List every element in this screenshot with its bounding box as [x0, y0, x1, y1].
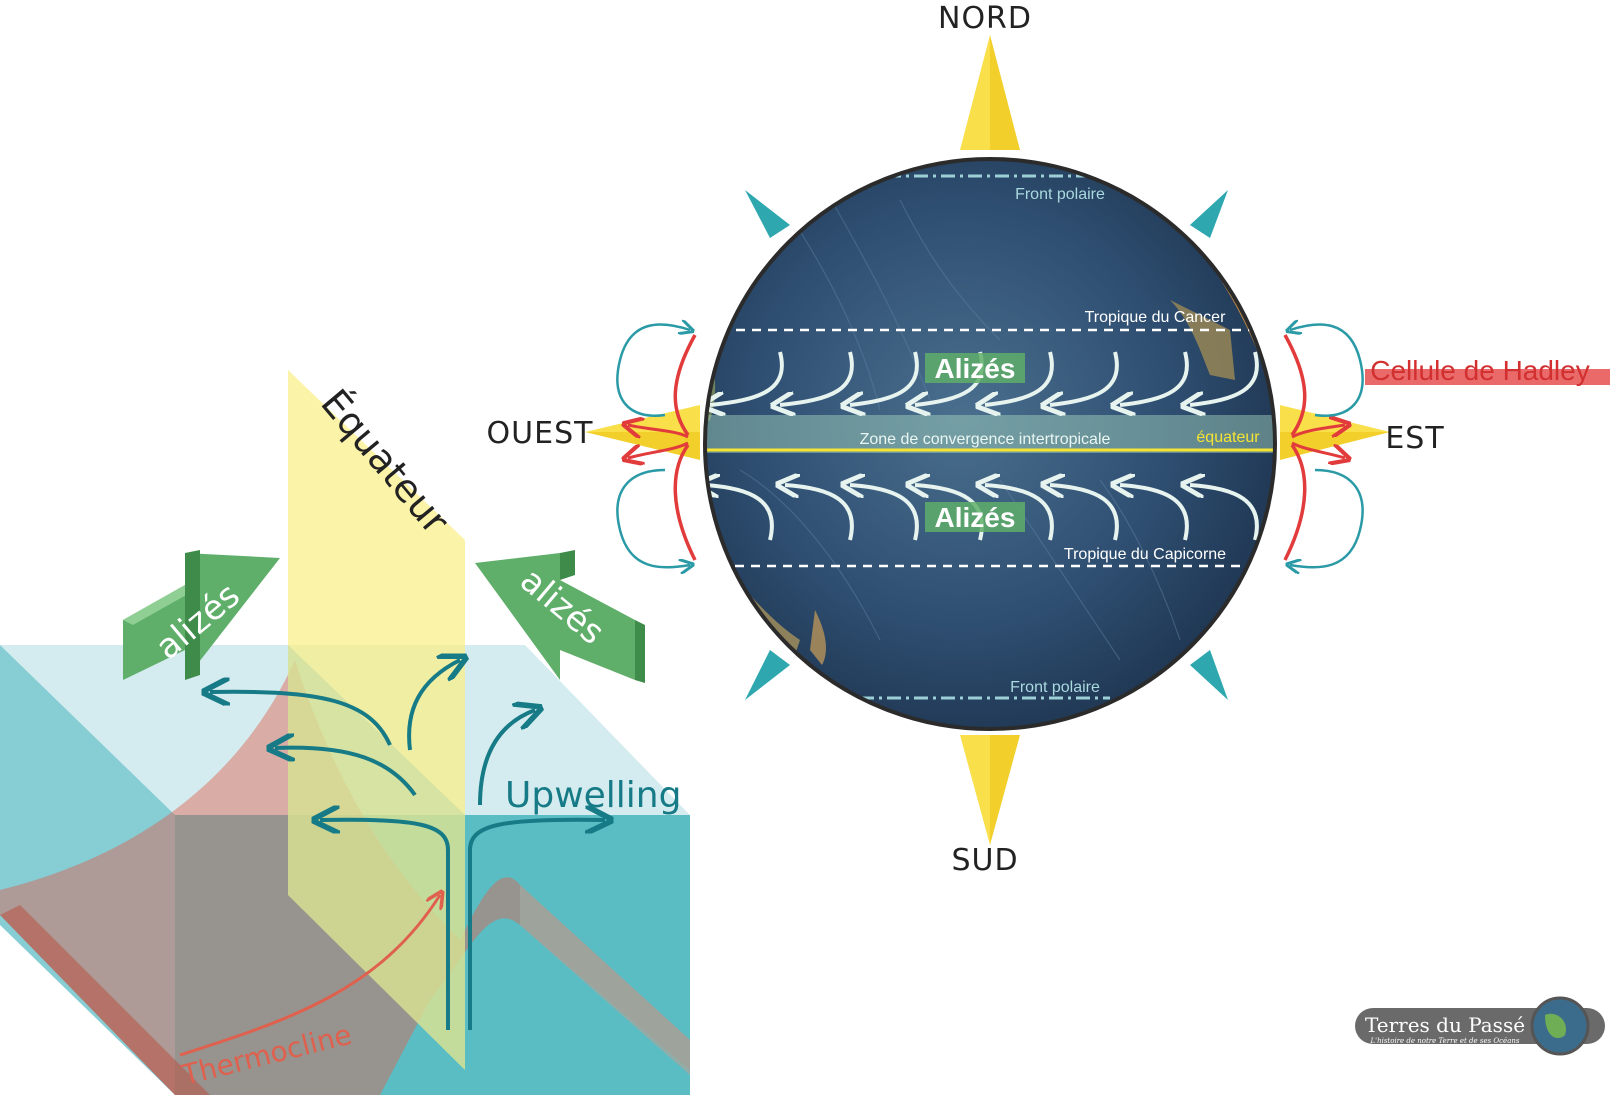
label-west: OUEST: [487, 416, 594, 451]
logo-land-icon: [1545, 1013, 1566, 1039]
compass-point-n-dark: [990, 35, 1020, 150]
thermocline-arrow: [179, 895, 440, 1057]
hadley-east-south-red: [1283, 443, 1307, 561]
hadley-west-south-red: [673, 443, 697, 561]
trade-winds-north: [710, 351, 1259, 405]
label-south: SUD: [951, 843, 1018, 878]
label-east: EST: [1385, 421, 1444, 456]
convergence-zone-band: [705, 415, 1275, 453]
compass-point-se: [1190, 650, 1228, 700]
equator-plane: [288, 370, 465, 1070]
hadley-cells-east: [1283, 324, 1364, 567]
convergence-zone-label: Zone de convergence intertropicale: [860, 431, 1111, 448]
thermocline-edge: [0, 905, 210, 1095]
compass-point-ne: [1190, 190, 1228, 238]
hadley-east-north-red: [1283, 334, 1307, 437]
hadley-east-north-loop: [1290, 324, 1364, 417]
alizes-south-label: Alizés: [935, 502, 1016, 533]
tropic-capricorne-label: Tropique du Capicorne: [1064, 546, 1226, 563]
globe-ocean: [705, 159, 1275, 729]
compass-point-s-light: [960, 735, 990, 845]
logo-tagline: L'histoire de notre Terre et de ses Océa…: [1370, 1037, 1520, 1045]
hadley-west-north-loop: [616, 324, 690, 417]
globe-outline: [703, 157, 1277, 731]
compass-point-n-light: [960, 35, 990, 150]
hadley-cells-west: [616, 324, 697, 567]
hadley-west-north-red: [673, 334, 697, 437]
thermocline-edge-right: [520, 885, 690, 1075]
landmass-baja: [1170, 300, 1235, 380]
hadley-label: Cellule de Hadley: [1370, 355, 1589, 386]
front-polaire-bottom-label: Front polaire: [1010, 679, 1100, 696]
hadley-east-down-red: [1291, 441, 1345, 458]
alizes-north-label: Alizés: [935, 353, 1016, 384]
compass-point-nw: [745, 190, 790, 238]
arrow-mid-left: [275, 748, 417, 797]
front-polaire-top-label: Front polaire: [1015, 186, 1105, 203]
ocean-block: alizés alizés Équateur Upwelling Thermoc…: [0, 370, 690, 1095]
hadley-west-up-red: [628, 425, 689, 437]
arrow-deep-left: [320, 820, 450, 1030]
arrow-surface-left: [210, 692, 392, 746]
hadley-east-south-loop: [1290, 468, 1364, 567]
wind-arrow-right: [475, 550, 645, 683]
trade-winds-south: [705, 485, 1259, 541]
equateur-label: équateur: [1196, 429, 1260, 446]
alizes-south-box: [925, 502, 1025, 532]
hadley-label-underline: [1365, 369, 1610, 385]
alizes-north-box: [925, 353, 1025, 383]
hadley-east-up-red: [1291, 425, 1345, 439]
tropic-cancer-label: Tropique du Cancer: [1085, 309, 1226, 326]
arrow-up-right: [478, 710, 535, 806]
hadley-west-down-red: [628, 441, 689, 458]
landmass-new-zealand: [810, 610, 826, 665]
wind-arrow-left: [123, 550, 280, 680]
arrow-deep-right: [468, 820, 605, 1030]
current-arrows: [210, 660, 605, 1030]
logo: Terres du Passé L'histoire de notre Terr…: [1355, 996, 1605, 1056]
ocean-side-left: [0, 645, 175, 1095]
label-north: NORD: [938, 1, 1032, 36]
logo-name: Terres du Passé: [1365, 1013, 1525, 1037]
compass-point-sw: [745, 650, 790, 700]
hadley-west-south-loop: [616, 468, 690, 567]
upwelling-label: Upwelling: [505, 775, 681, 816]
arrow-up-plane: [407, 660, 460, 751]
compass-point-s-dark: [990, 735, 1020, 845]
